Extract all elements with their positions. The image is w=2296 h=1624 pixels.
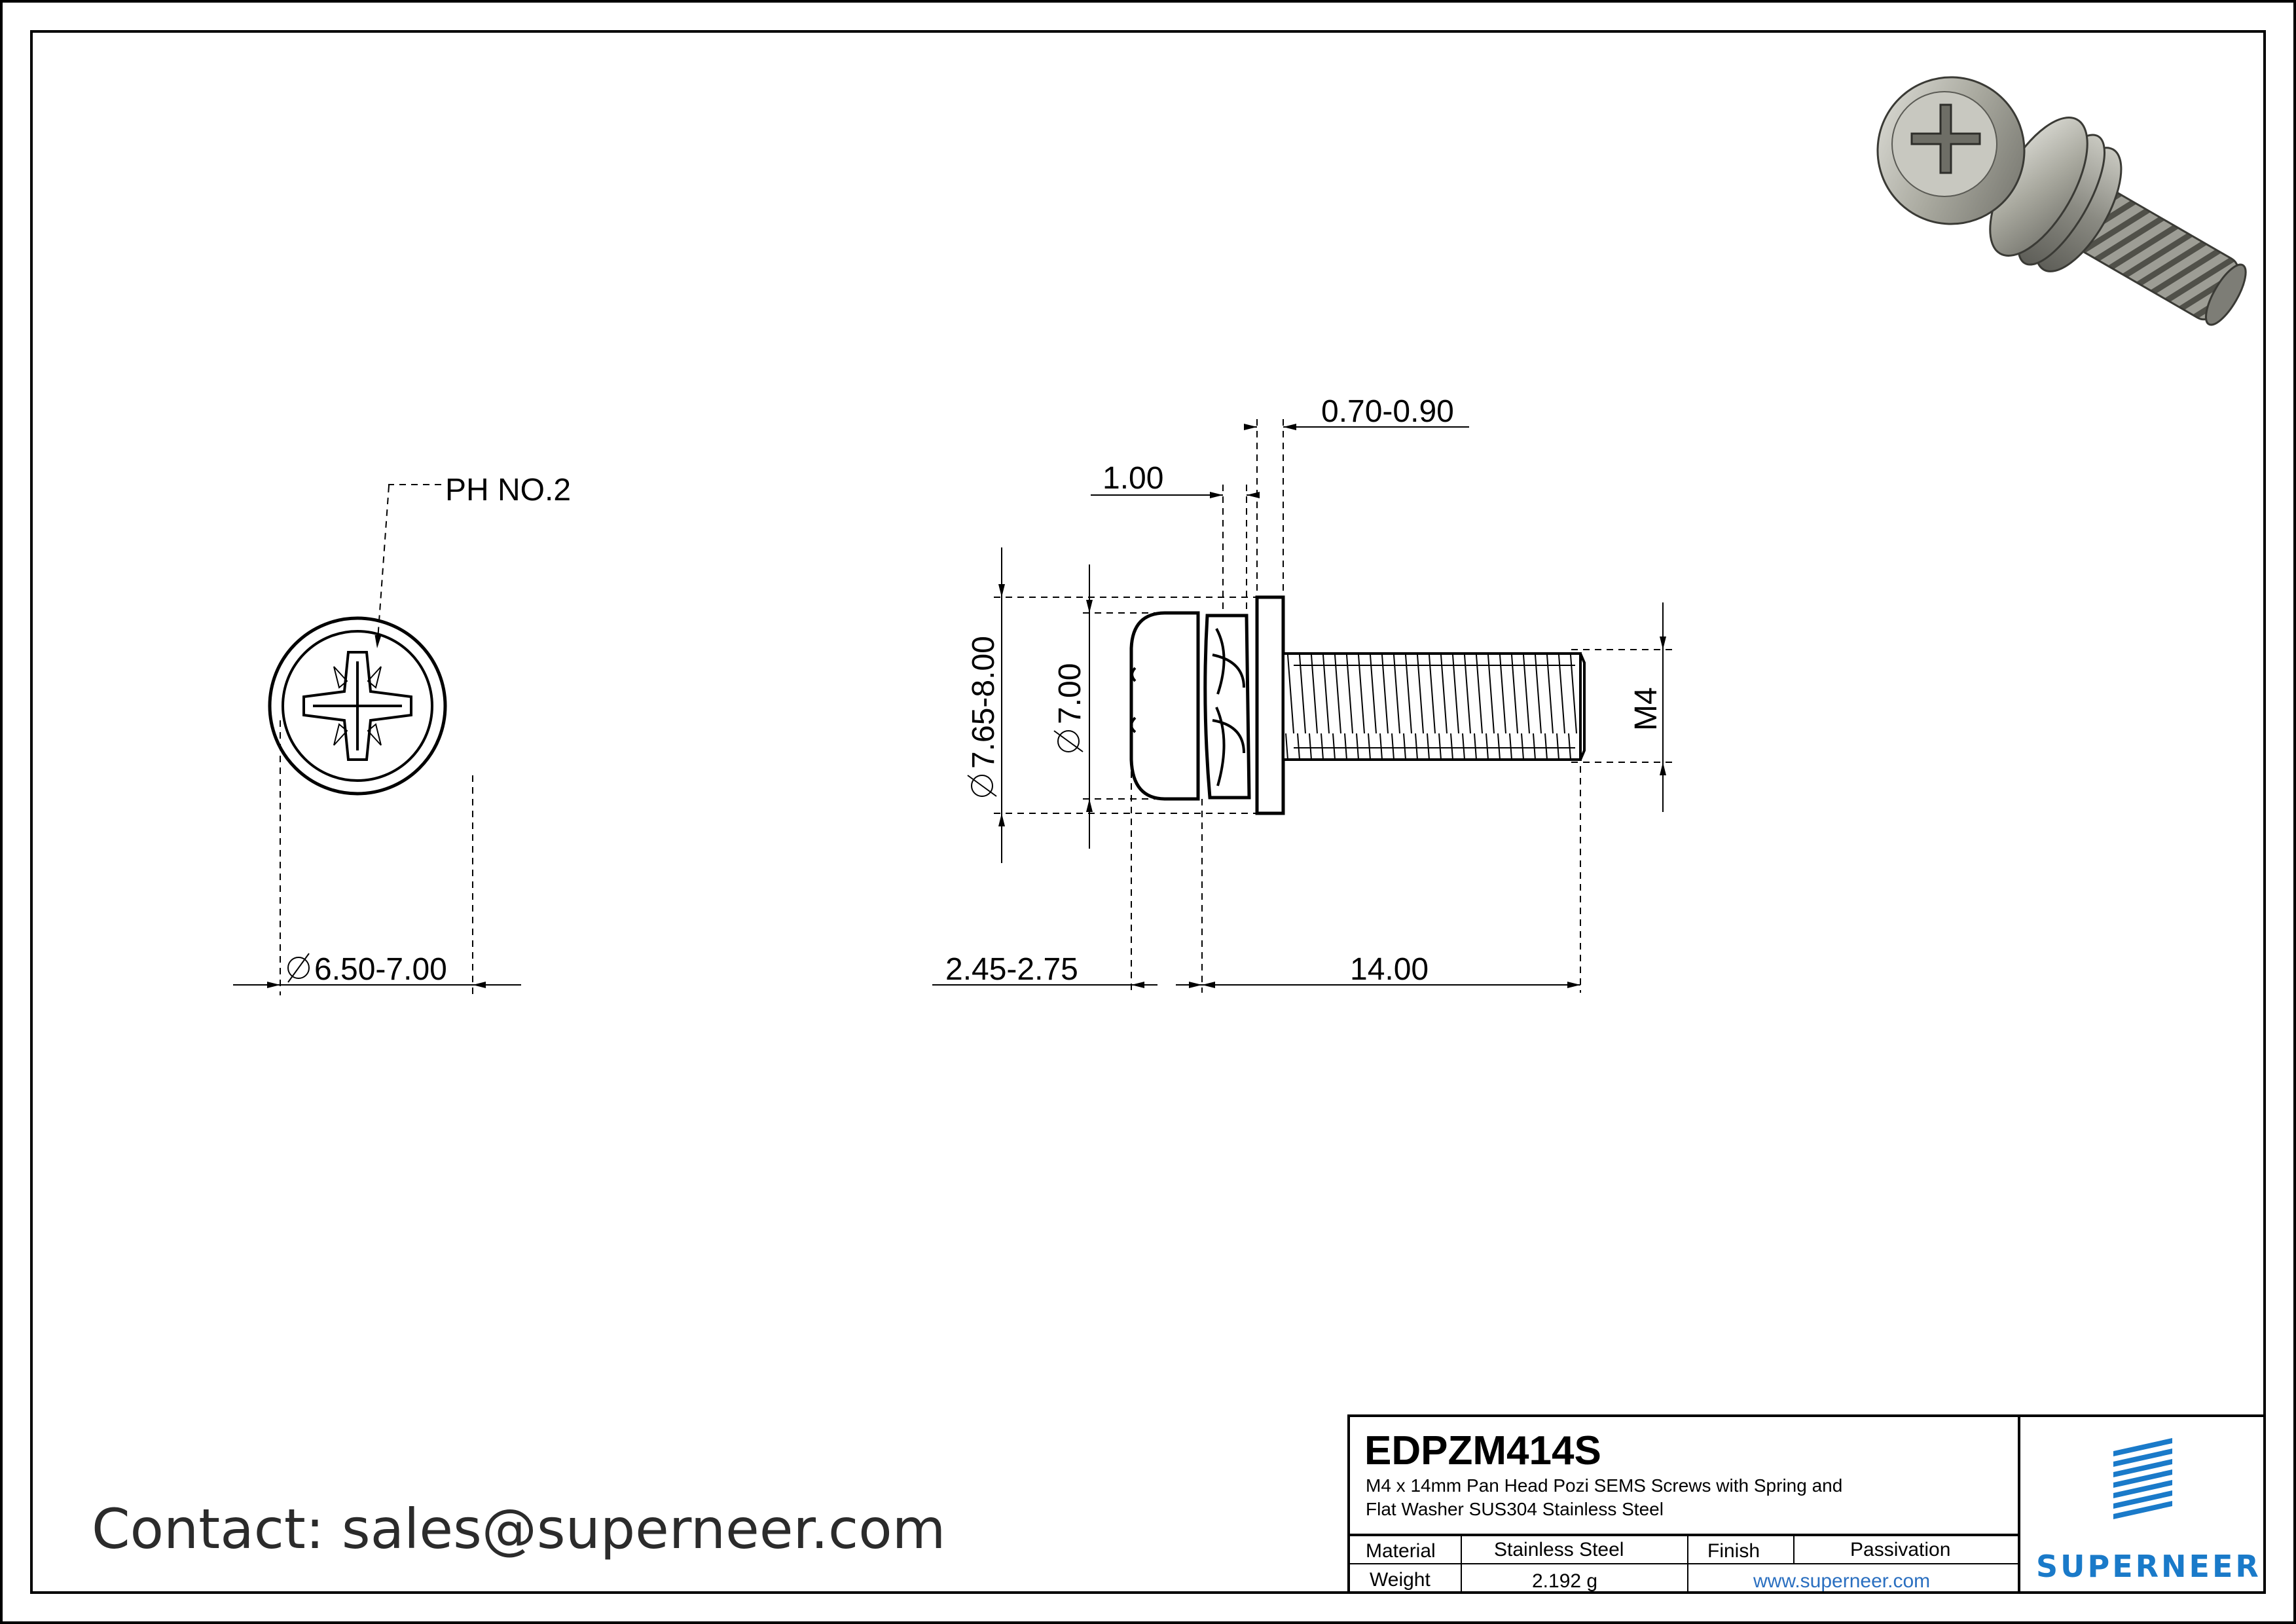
drawing-frame bbox=[30, 30, 2266, 1594]
superneer-logo-icon bbox=[2113, 1438, 2172, 1519]
part-code: EDPZM414S bbox=[1364, 1428, 1601, 1473]
washer-dia-dim: 7.65-8.00 bbox=[966, 636, 1001, 769]
flat-washer-thickness-dim: 0.70-0.90 bbox=[1321, 394, 1454, 429]
spring-washer-thickness-dim: 1.00 bbox=[1102, 461, 1163, 496]
drive-type-label: PH NO.2 bbox=[445, 473, 571, 507]
finish-label: Finish bbox=[1707, 1540, 1760, 1562]
contact-text: Contact: sales@superneer.com bbox=[92, 1497, 945, 1561]
length-dim: 14.00 bbox=[1350, 952, 1429, 987]
weight-label: Weight bbox=[1370, 1569, 1430, 1591]
material-label: Material bbox=[1366, 1540, 1436, 1562]
material-value: Stainless Steel bbox=[1494, 1539, 1624, 1560]
finish-value: Passivation bbox=[1850, 1539, 1950, 1560]
head-height-dim: 2.45-2.75 bbox=[945, 952, 1078, 987]
front-view: PH NO.2 6.50-7.00 bbox=[233, 473, 571, 995]
website-link[interactable]: www.superneer.com bbox=[1753, 1570, 1930, 1592]
threaded-shank bbox=[1282, 652, 1582, 761]
screw-3d-render bbox=[1876, 76, 2247, 326]
thread-size-label: M4 bbox=[1629, 687, 1664, 731]
title-block: EDPZM414S M4 x 14mm Pan Head Pozi SEMS S… bbox=[1347, 1414, 2266, 1594]
weight-value: 2.192 g bbox=[1532, 1570, 1597, 1592]
side-view: M4 7.65-8.00 7.00 0.70-0.90 bbox=[932, 394, 1676, 993]
description-line-2: Flat Washer SUS304 Stainless Steel bbox=[1366, 1499, 1664, 1519]
head-dia-side-dim: 7.00 bbox=[1053, 663, 1087, 724]
description-line-1: M4 x 14mm Pan Head Pozi SEMS Screws with… bbox=[1366, 1475, 1842, 1496]
diameter-symbol-icon bbox=[287, 953, 310, 983]
head-dia-front-dim: 6.50-7.00 bbox=[314, 952, 447, 987]
logo-text: SUPERNEER bbox=[2036, 1549, 2261, 1584]
pozi-recess-icon bbox=[302, 651, 412, 761]
